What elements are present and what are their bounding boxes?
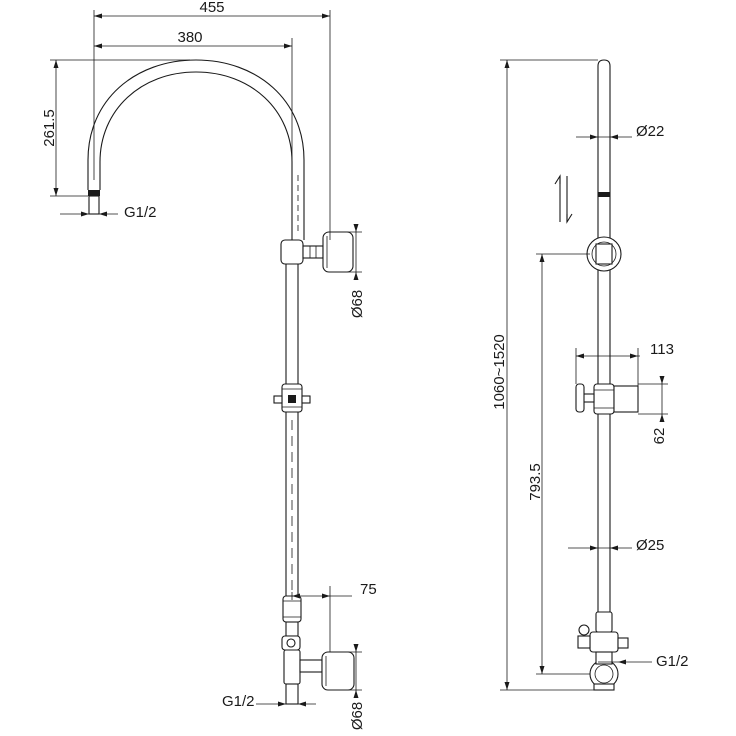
dim-side-inlet-thread: G1/2: [656, 653, 689, 670]
dim-holder-depth: 113: [650, 341, 674, 358]
top-tube: [597, 59, 611, 238]
dim-height-range: 1060~1520: [491, 334, 508, 410]
adjust-up-down-arrows-icon: [554, 174, 573, 224]
dim-width-total: 455: [199, 0, 224, 16]
dim-bracket-dia-top: Ø68: [349, 290, 366, 318]
top-tube-ring: [598, 192, 610, 197]
dim-slider-height: 793.5: [527, 463, 544, 501]
lower-valve-assembly: [281, 595, 355, 705]
outlet-nut: [88, 190, 100, 196]
sliding-holder: [575, 383, 639, 415]
diverter-assembly: [577, 611, 629, 691]
upper-clamp: [586, 236, 622, 272]
dim-main-tube-dia: Ø25: [636, 537, 664, 554]
outlet-nipple: [88, 195, 100, 215]
side-view: [554, 59, 639, 691]
dim-holder-height: 62: [651, 428, 668, 445]
front-dimensions: 455 380 261.5 G1/2 Ø68 75: [41, 0, 377, 730]
top-wall-bracket: [280, 231, 354, 273]
gooseneck-arm-outer: [87, 59, 305, 240]
middle-coupling: [273, 383, 311, 413]
front-view: [87, 59, 355, 705]
side-dimensions: Ø22 1060~1520 793.5 113 62 Ø25: [491, 59, 689, 691]
dim-arm-span: 380: [177, 29, 202, 46]
dim-outlet-thread: G1/2: [124, 204, 157, 221]
dim-inlet-thread: G1/2: [222, 693, 255, 710]
dim-top-tube-dia: Ø22: [636, 123, 664, 140]
gooseneck-arm-inner: [99, 71, 293, 240]
dim-bracket-dia-bottom: Ø68: [349, 702, 366, 730]
dim-offset: 75: [360, 581, 377, 598]
dim-arm-height: 261.5: [41, 109, 58, 147]
